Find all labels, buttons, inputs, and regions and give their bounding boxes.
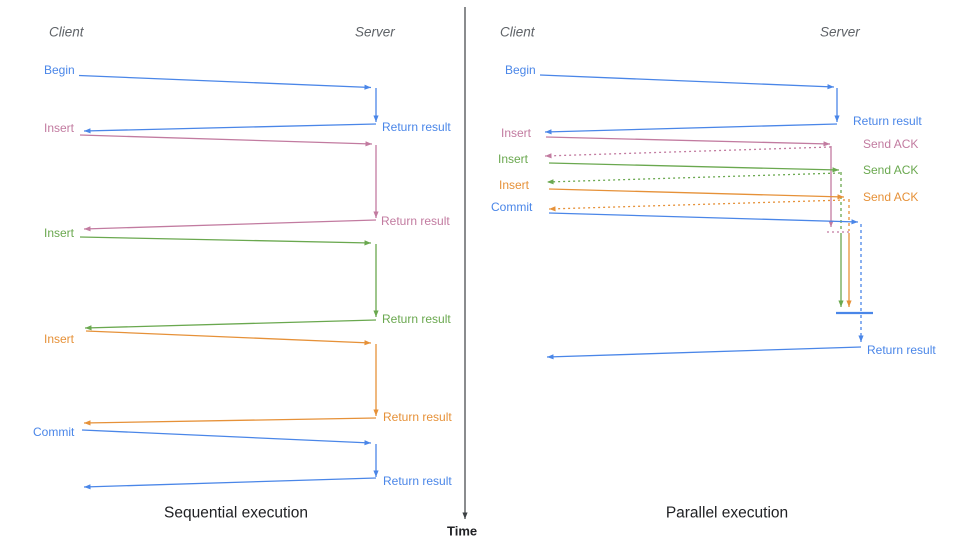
par-begin-exec-line (834, 88, 840, 122)
seq-begin-request-line-arrowhead (364, 84, 371, 90)
seq-commit-exec-line (373, 444, 379, 477)
par-insert-1-request-line-arrowhead (823, 141, 830, 147)
seq-return-result-1-label: Return result (382, 120, 451, 134)
seq-commit-request-line (81, 429, 372, 446)
seq-insert-3-request-line-arrowhead (364, 340, 371, 346)
seq-insert-2-exec-line-arrowhead (373, 310, 379, 317)
par-begin-request-line-arrowhead (827, 84, 834, 90)
seq-commit-request-line-arrowhead (364, 440, 371, 446)
seq-return-4-line (83, 417, 377, 426)
seq-return-2-line-arrowhead (84, 226, 91, 232)
par-insert-1-label: Insert (501, 126, 532, 140)
par-insert-3-exec-line-arrowhead (846, 300, 852, 307)
seq-begin-label: Begin (44, 63, 75, 77)
par-begin-exec-line-arrowhead (834, 115, 840, 122)
seq-return-3-line (84, 319, 377, 331)
seq-insert-1-label: Insert (44, 121, 75, 135)
par-return-result-1-label: Return result (853, 114, 922, 128)
seq-begin-exec-line (373, 88, 379, 122)
par-send-ack-2-label: Send ACK (863, 163, 918, 177)
par-commit-label: Commit (491, 200, 533, 214)
seq-insert-3-exec-line (373, 344, 379, 416)
par-commit-exec-line-arrowhead (858, 335, 864, 342)
par-insert-3-request-line (548, 188, 845, 200)
seq-insert-2-label: Insert (44, 226, 75, 240)
par-insert-2-label: Insert (498, 152, 529, 166)
seq-return-2-line (83, 219, 377, 232)
par-insert-2-request-line (548, 162, 840, 173)
par-ack-1-line-arrowhead (545, 153, 552, 159)
diagram-lines-layer (78, 7, 873, 519)
time-axis-line-arrowhead (462, 512, 468, 519)
par-send-ack-3-label: Send ACK (863, 190, 918, 204)
par-ack-3-line-arrowhead (549, 206, 556, 212)
seq-insert-1-exec-line (373, 145, 379, 218)
par-server-heading: Server (820, 25, 860, 40)
par-insert-1-request-line (545, 136, 831, 147)
seq-commit-exec-line-arrowhead (373, 470, 379, 477)
par-commit-exec-line (858, 315, 864, 342)
par-return-1-line (544, 123, 838, 135)
seq-return-5-line-arrowhead (84, 484, 91, 490)
seq-client-heading: Client (49, 25, 85, 40)
seq-insert-1-request-line-arrowhead (365, 141, 372, 147)
par-insert-3-request-line-arrowhead (837, 194, 844, 200)
seq-insert-2-request-line (79, 236, 372, 246)
seq-return-1-line-arrowhead (84, 128, 91, 134)
seq-return-3-line-arrowhead (85, 325, 92, 331)
par-insert-1-exec-line (828, 146, 834, 227)
par-begin-label: Begin (505, 63, 536, 77)
seq-server-heading: Server (355, 25, 395, 40)
par-ack-2-line (546, 172, 841, 185)
par-insert-3-label: Insert (499, 178, 530, 192)
par-return-2-line (546, 346, 862, 360)
par-return-1-line-arrowhead (545, 129, 552, 135)
seq-return-result-5-label: Return result (383, 474, 452, 488)
seq-return-result-4-label: Return result (383, 410, 452, 424)
seq-insert-1-request-line (79, 134, 373, 147)
par-return-2-line-arrowhead (547, 354, 554, 360)
par-commit-request-line (548, 212, 859, 225)
par-send-ack-1-label: Send ACK (863, 137, 918, 151)
par-title: Parallel execution (666, 505, 788, 522)
par-begin-request-line (539, 74, 835, 90)
seq-insert-2-exec-line (373, 244, 379, 317)
seq-insert-1-exec-line-arrowhead (373, 211, 379, 218)
par-ack-3-line (548, 199, 846, 212)
seq-insert-3-label: Insert (44, 332, 75, 346)
seq-return-result-3-label: Return result (382, 312, 451, 326)
par-insert-2-exec-line-arrowhead (838, 300, 844, 307)
seq-return-4-line-arrowhead (84, 420, 91, 426)
par-insert-2-exec-line (838, 233, 844, 307)
seq-return-result-2-label: Return result (381, 214, 450, 228)
seq-return-5-line (83, 477, 377, 490)
par-insert-3-exec-line (846, 233, 852, 307)
seq-commit-label: Commit (33, 425, 75, 439)
seq-return-1-line (83, 123, 377, 134)
seq-title: Sequential execution (164, 505, 308, 522)
par-insert-1-exec-line-arrowhead (828, 220, 834, 227)
seq-insert-3-request-line (85, 330, 372, 346)
seq-insert-3-exec-line-arrowhead (373, 409, 379, 416)
par-ack-2-line-arrowhead (547, 179, 554, 185)
time-axis-label: Time (447, 524, 477, 539)
time-axis-line (462, 7, 468, 519)
par-insert-2-request-line-arrowhead (832, 167, 839, 173)
seq-begin-request-line (78, 74, 372, 90)
par-client-heading: Client (500, 25, 536, 40)
par-commit-request-line-arrowhead (851, 219, 858, 225)
seq-begin-exec-line-arrowhead (373, 115, 379, 122)
par-ack-1-line (544, 146, 832, 159)
seq-insert-2-request-line-arrowhead (364, 240, 371, 246)
par-return-result-2-label: Return result (867, 343, 936, 357)
